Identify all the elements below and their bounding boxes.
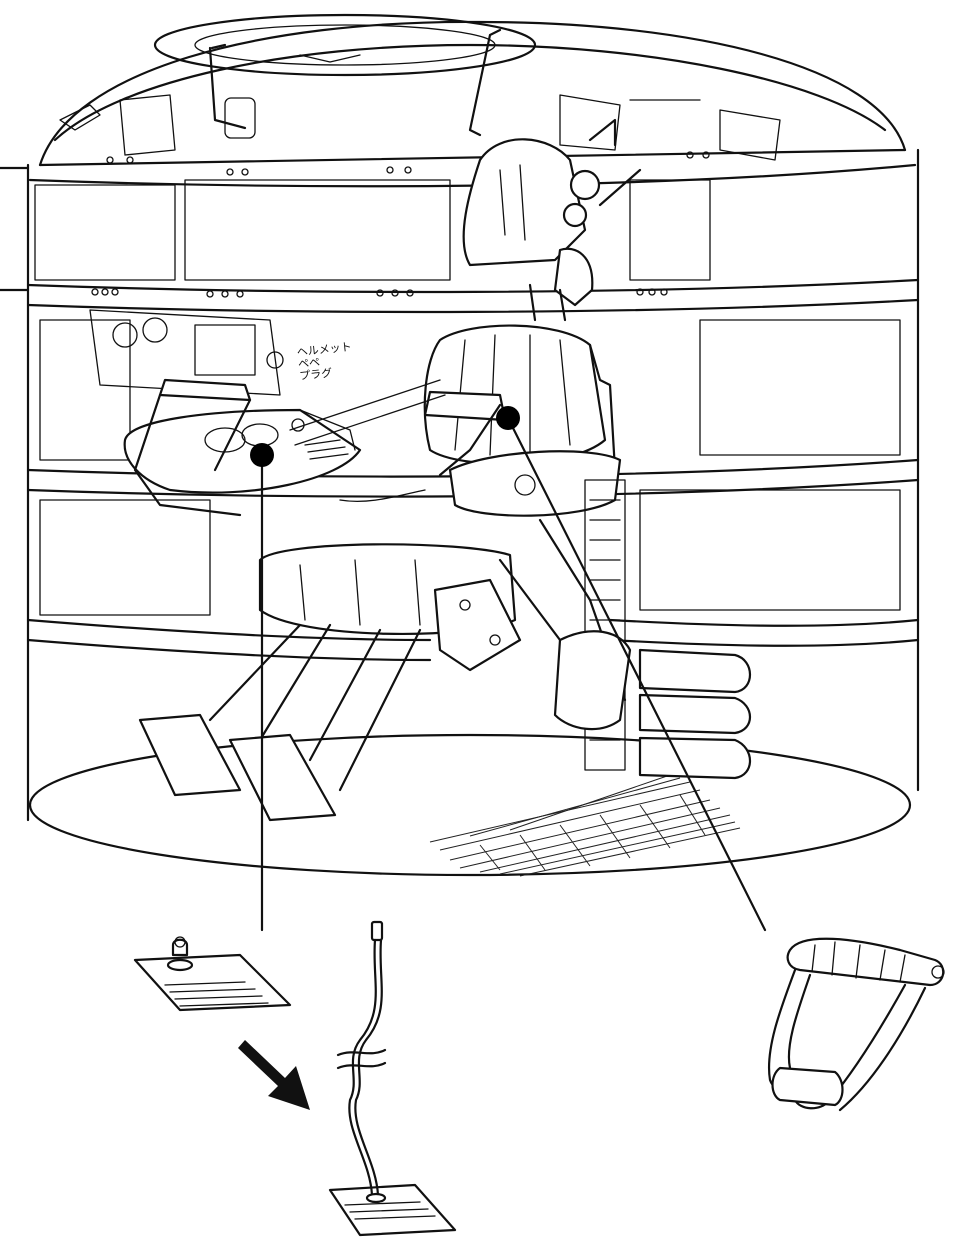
arrow-icon (238, 1040, 310, 1110)
annotation-helmet-plug: ヘルメット ペペ プラグ (296, 340, 354, 383)
pilot-seat (138, 118, 751, 822)
callout-leaders (0, 166, 767, 932)
control-console (89, 309, 362, 517)
callout-marker-helmet-plug (250, 443, 274, 467)
helmet-plug-detail (133, 936, 292, 1012)
floor-grating (429, 774, 741, 877)
grip-lever-leader (506, 416, 767, 932)
callout-marker-grip-lever (496, 406, 520, 430)
helmet-cable-detail (328, 920, 457, 1237)
cylinders (638, 648, 751, 780)
grip-lever-detail (768, 937, 945, 1112)
